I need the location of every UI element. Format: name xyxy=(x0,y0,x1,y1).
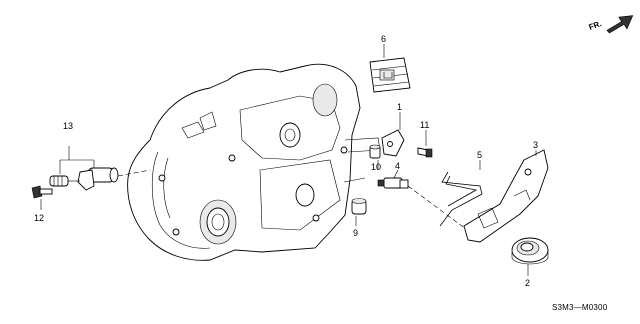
callout-9: 9 xyxy=(353,228,358,238)
callout-13: 13 xyxy=(63,121,73,131)
part-1-plate xyxy=(381,129,405,157)
callout-1: 1 xyxy=(397,102,402,112)
transmission-housing xyxy=(127,63,381,261)
leader-lines xyxy=(40,44,537,276)
callout-12: 12 xyxy=(34,213,44,223)
part-2-bearing xyxy=(511,237,549,265)
diagram-code: S3M3—M0300 xyxy=(552,303,608,312)
callout-2: 2 xyxy=(525,278,530,288)
callout-11: 11 xyxy=(420,120,429,130)
part-3-fork xyxy=(463,149,549,243)
part-11-bolt xyxy=(417,147,433,158)
part-12-bolt xyxy=(31,185,53,199)
part-4-switch xyxy=(377,177,471,233)
callout-3: 3 xyxy=(533,140,538,150)
callout-5: 5 xyxy=(477,150,482,160)
part-9-bushing xyxy=(351,198,367,215)
right-arrow-icon xyxy=(606,15,634,34)
part-10-bushing xyxy=(369,144,381,159)
part-13-assembly xyxy=(49,167,151,191)
callout-4: 4 xyxy=(395,161,400,171)
callout-labels: 13 12 6 1 11 10 4 5 3 9 2 xyxy=(34,34,538,288)
callout-10: 10 xyxy=(371,162,381,172)
direction-label: FR. xyxy=(588,19,603,32)
part-6-boot xyxy=(369,57,411,93)
direction-indicator: FR. xyxy=(588,15,634,34)
part-5-spring xyxy=(439,171,483,227)
callout-6: 6 xyxy=(381,34,386,44)
